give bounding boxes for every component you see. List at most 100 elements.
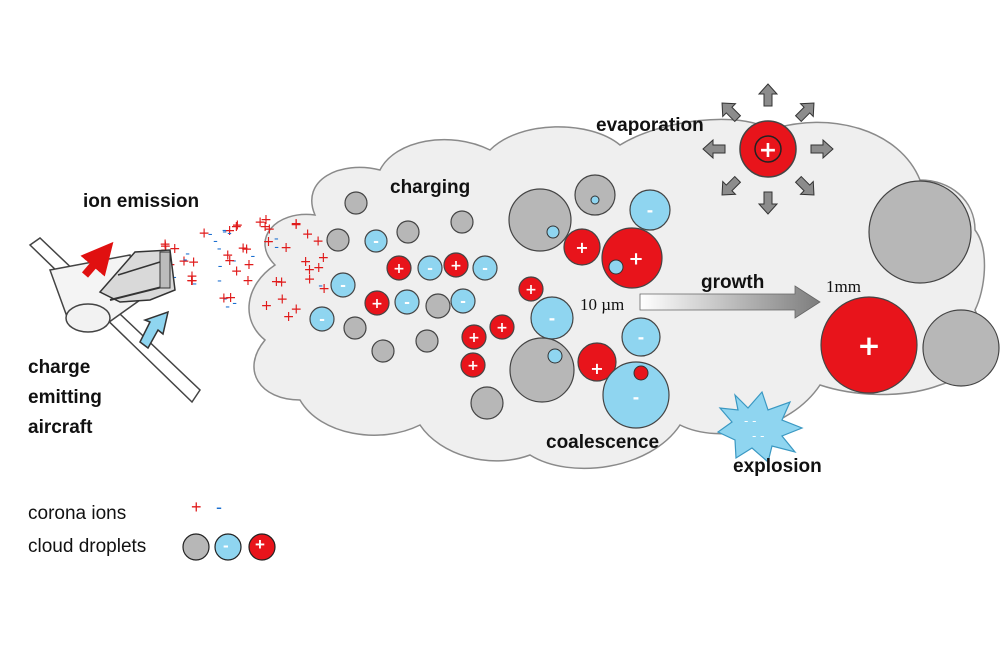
- droplet-charge-sign: -: [638, 328, 645, 347]
- evaporation-label: evaporation: [596, 115, 704, 136]
- negative-ion: -: [208, 227, 213, 242]
- cloud-droplet: [343, 316, 367, 340]
- positive-ion: +: [169, 241, 181, 257]
- droplet-charge-sign: +: [467, 358, 479, 374]
- cloud-droplet: [509, 337, 575, 403]
- positive-ion: +: [283, 309, 295, 325]
- evaporation-arrow-icon: [721, 102, 742, 123]
- cloud-droplet: [577, 342, 617, 382]
- positive-ion: +: [241, 242, 253, 258]
- cloud-droplet: [518, 276, 544, 302]
- nested-particle: [608, 259, 624, 275]
- positive-ion: +: [263, 234, 275, 250]
- evaporation-arrow-icon: [794, 102, 815, 123]
- positive-ion: +: [231, 264, 243, 280]
- legend-positive-droplet: [248, 533, 276, 561]
- explosion-label: explosion: [733, 456, 822, 477]
- positive-ion: +: [271, 274, 283, 290]
- droplet-charge-sign: -: [460, 294, 466, 310]
- droplet-charge-sign: -: [549, 309, 556, 328]
- droplet-charge-sign: -: [427, 261, 433, 277]
- charging-label: charging: [390, 177, 471, 198]
- cloud-droplet: [629, 189, 671, 231]
- positive-ion: +: [186, 269, 198, 285]
- negative-ion: -: [318, 279, 323, 294]
- positive-ion: +: [242, 273, 254, 289]
- droplet-charge-sign: +: [575, 238, 588, 257]
- negative-ion: -: [218, 259, 223, 274]
- cloud-droplet: [450, 210, 474, 234]
- positive-ion: +: [237, 241, 249, 257]
- droplet-charge-sign: -: [633, 388, 640, 407]
- positive-ion: +: [198, 225, 210, 241]
- positive-ion: +: [300, 254, 312, 270]
- cloud-droplet: [443, 252, 469, 278]
- positive-ion: +: [259, 219, 271, 235]
- cloud-droplet: [621, 317, 661, 357]
- negative-ion: -: [222, 223, 227, 238]
- negative-ion: -: [222, 224, 227, 239]
- emission-arrow-red-icon: [80, 241, 114, 278]
- cloud-droplet: [417, 255, 443, 281]
- aircraft-label-line1: charge: [28, 357, 91, 378]
- droplet-charge-sign: -: [404, 295, 410, 311]
- cloud-droplet: [371, 339, 395, 363]
- aircraft-label-line2: emitting: [28, 387, 102, 408]
- negative-ion: -: [232, 296, 237, 311]
- size-small-label: 10 µm: [580, 295, 625, 314]
- positive-ion: +: [260, 212, 272, 228]
- nested-particle: [590, 195, 600, 205]
- droplet-charge-sign: -: [647, 201, 654, 220]
- cloud-droplet: [820, 296, 918, 394]
- cloud-droplet: [489, 314, 515, 340]
- droplet-charge-sign: +: [590, 359, 603, 378]
- cloud-droplet: [309, 306, 335, 332]
- negative-ion: -: [274, 232, 279, 247]
- positive-ion: +: [302, 226, 314, 242]
- negative-ion: -: [225, 299, 230, 314]
- cloud-droplet: [472, 255, 498, 281]
- evaporating-droplet-core: [754, 135, 782, 163]
- cloud-droplet: [330, 272, 356, 298]
- cloud-droplet: [460, 352, 486, 378]
- cloud-droplet: [563, 228, 601, 266]
- positive-ion: +: [280, 240, 292, 256]
- negative-ion: -: [274, 240, 279, 255]
- nested-particle: [547, 348, 563, 364]
- droplet-charge-sign: +: [857, 329, 880, 362]
- positive-ion: +: [178, 253, 190, 269]
- aircraft-label-line3: aircraft: [28, 417, 93, 438]
- droplet-charge-sign: +: [628, 248, 643, 269]
- negative-ion: -: [232, 254, 237, 269]
- negative-ion: -: [172, 270, 177, 285]
- cloud-droplet: [461, 324, 487, 350]
- cloud-droplet: [396, 220, 420, 244]
- legend-corona-ions-label: corona ions: [28, 503, 127, 524]
- cloud-droplet: [450, 288, 476, 314]
- negative-ion: -: [213, 234, 218, 249]
- evaporation-arrows: +: [702, 83, 834, 215]
- svg-text:- -: - -: [752, 429, 764, 443]
- positive-ion: +: [261, 298, 273, 314]
- cloud-droplet: [470, 386, 504, 420]
- negative-ion: -: [183, 253, 188, 268]
- inflow-arrow-blue-icon: [139, 310, 170, 350]
- evaporation-arrow-icon: [757, 191, 779, 215]
- positive-ion: +: [188, 254, 200, 270]
- droplet-charge-sign: -: [340, 278, 346, 294]
- negative-ion: -: [223, 291, 228, 306]
- droplet-charge-sign: +: [468, 330, 480, 346]
- growth-label: growth: [701, 272, 765, 293]
- positive-ion: +: [313, 260, 325, 276]
- positive-ion: +: [159, 236, 171, 252]
- evaporating-droplet-sign: +: [759, 138, 777, 163]
- positive-ion: +: [224, 253, 236, 269]
- positive-ion: +: [225, 290, 237, 306]
- legend-negative-droplet: [214, 533, 242, 561]
- cloud-droplet: [574, 174, 616, 216]
- positive-ion: +: [232, 218, 244, 234]
- positive-ion: +: [290, 217, 302, 233]
- size-large-label: 1mm: [826, 277, 861, 296]
- svg-text:- -: - -: [744, 414, 756, 428]
- evaporation-arrow-icon: [794, 175, 815, 196]
